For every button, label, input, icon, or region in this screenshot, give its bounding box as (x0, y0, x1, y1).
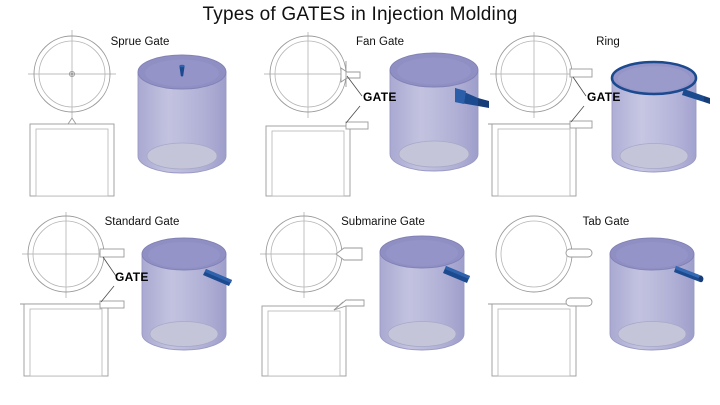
panel-title-fan-gate: Fan Gate (356, 36, 404, 48)
cylinder-3d-standard (141, 237, 232, 351)
panel-title-ring-gate: Ring (596, 36, 620, 48)
panel-ring-gate: Ring (478, 28, 718, 208)
top-view-fan (264, 32, 361, 118)
gate-callout-standard (100, 256, 117, 303)
panel-title-submarine-gate: Submarine Gate (341, 216, 425, 228)
cylinder-3d-ring (610, 60, 710, 173)
front-view-ring (488, 120, 593, 197)
panel-title-standard-gate: Standard Gate (104, 216, 180, 228)
top-view-standard (22, 212, 125, 298)
panel-title-tab-gate: Tab Gate (582, 216, 630, 228)
gate-cone-sprue (179, 64, 185, 77)
gate-fan-wedge (455, 88, 489, 108)
gate-bar-standard (203, 269, 232, 286)
gate-tube-tab (674, 266, 704, 283)
gate-callout-ring (570, 76, 587, 123)
gate-ring-tab (682, 89, 710, 104)
cylinder-3d-fan (389, 52, 489, 172)
cylinder-3d-submarine (379, 235, 470, 351)
gate-callout-label-fan: GATE (363, 90, 397, 104)
cylinder-3d-tab (609, 237, 704, 351)
panel-fan-gate: Fan Gate (250, 28, 490, 208)
front-view-standard (20, 300, 125, 377)
gate-bar-submarine (443, 266, 470, 283)
gate-callout-label-standard: GATE (115, 270, 149, 284)
page-title: Types of GATES in Injection Molding (202, 4, 518, 25)
front-view-tab (488, 297, 593, 377)
top-view-tab (495, 215, 593, 293)
panel-submarine-gate: Submarine Gate (250, 208, 490, 388)
cylinder-3d-sprue (137, 54, 227, 174)
panel-sprue-gate: Sprue Gate (10, 28, 250, 208)
panel-standard-gate: Standard Gate (10, 208, 250, 388)
front-view-submarine (261, 299, 365, 377)
front-view-sprue (29, 117, 115, 197)
top-view-submarine (260, 212, 363, 298)
front-view-fan (265, 121, 369, 197)
gate-callout-fan (345, 75, 363, 124)
panel-tab-gate: Tab Gate (478, 208, 718, 388)
top-view-sprue (28, 30, 116, 118)
gate-callout-label-ring: GATE (587, 90, 621, 104)
top-view-ring (490, 32, 593, 118)
panel-title-sprue-gate: Sprue Gate (110, 36, 170, 48)
